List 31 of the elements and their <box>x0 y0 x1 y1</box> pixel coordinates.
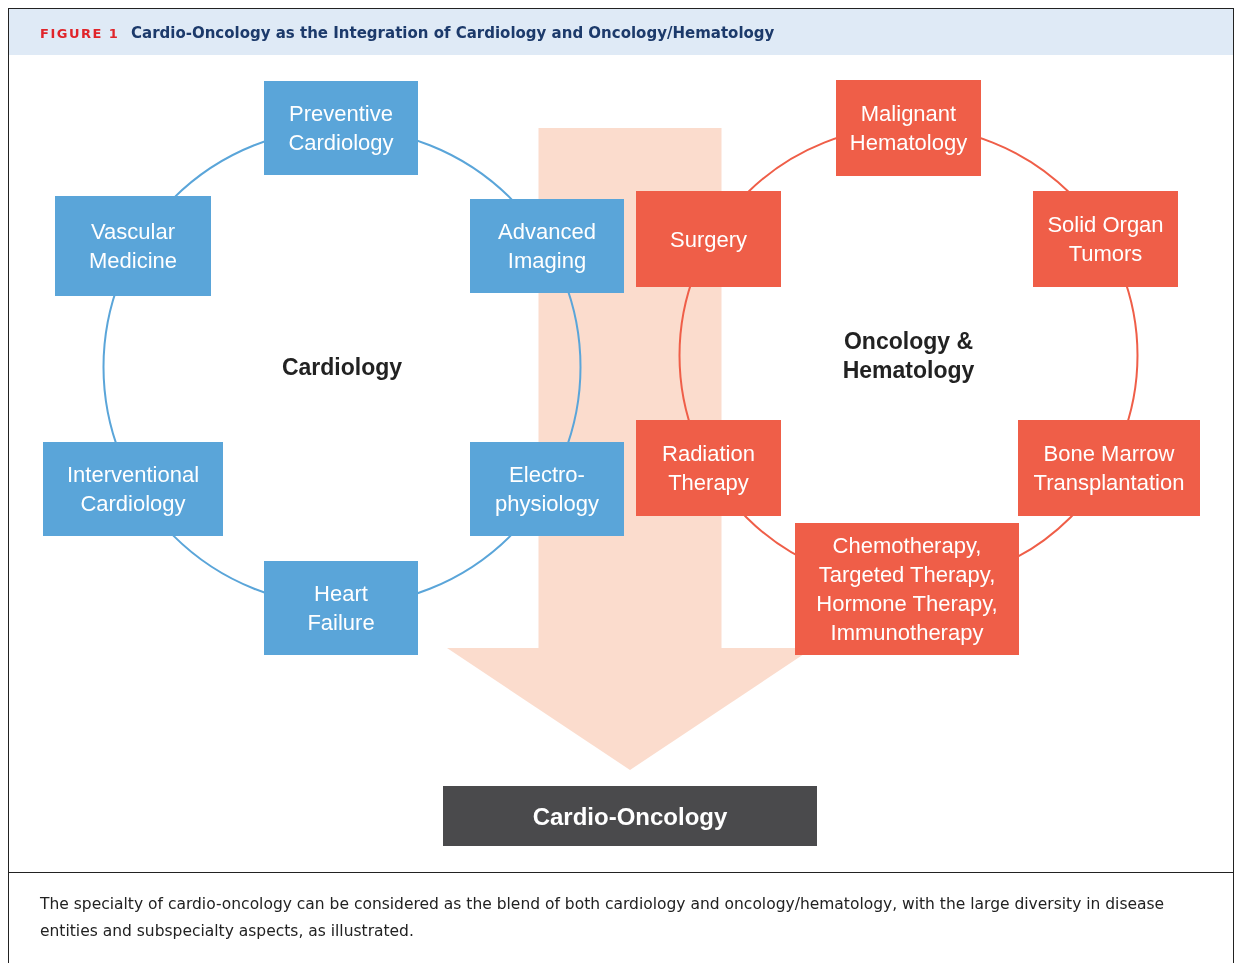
box-label: Heart Failure <box>306 580 376 637</box>
box-label: Electro-physiology <box>494 461 600 518</box>
field-label: Cardiology <box>281 352 403 382</box>
specialty-box <box>636 420 781 516</box>
box-label: Advanced Imaging <box>497 218 597 275</box>
box-label: Malignant Hematology <box>848 100 969 157</box>
specialty-box <box>264 561 418 655</box>
specialty-box <box>795 523 1019 655</box>
specialty-box <box>264 81 418 175</box>
figure-number: FIGURE 1 <box>40 26 120 41</box>
specialty-box <box>55 196 211 296</box>
specialty-box <box>43 442 223 536</box>
specialty-box <box>1018 420 1200 516</box>
box-label: Interventional Cardiology <box>65 461 201 518</box>
specialty-box <box>470 442 624 536</box>
box-label: Bone Marrow Transplantation <box>1032 440 1186 497</box>
box-label: Chemotherapy, Targeted Therapy, Hormone Therapy, Immunotherapy <box>815 532 999 647</box>
figure-title: Cardio-Oncology as the Integration of Cardiology and Oncology/Hematology <box>131 24 775 42</box>
specialty-box <box>470 199 624 293</box>
box-label: Vascular Medicine <box>87 218 178 275</box>
box-label: Radiation Therapy <box>661 440 756 497</box>
box-label: Cardio-Oncology <box>532 801 728 831</box>
specialty-box <box>836 80 981 176</box>
box-label: Surgery <box>669 225 747 254</box>
box-label: Preventive Cardiology <box>287 100 395 157</box>
result-box <box>443 786 817 846</box>
box-label: Solid Organ Tumors <box>1046 211 1165 268</box>
specialty-box <box>636 191 781 287</box>
caption: The specialty of cardio-oncology can be considered as the blend of both cardiology and oncology/hematology, with the large diversity in disease entities and subspecialty aspects, as illustrated. <box>40 894 1166 942</box>
field-label: Oncology & Hematology <box>841 326 976 385</box>
specialty-box <box>1033 191 1178 287</box>
